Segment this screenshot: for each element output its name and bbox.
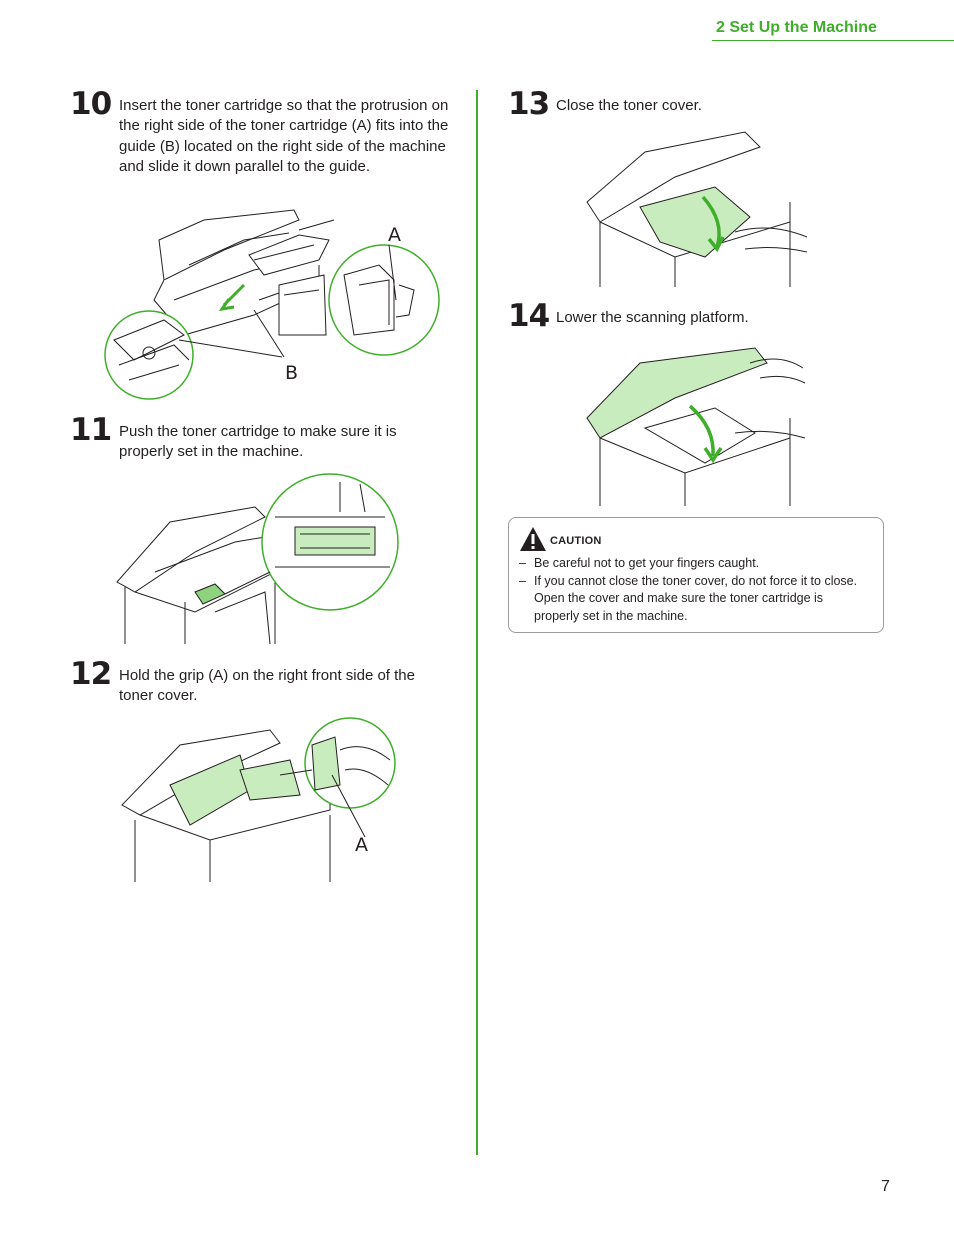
toner-insert-illustration xyxy=(104,209,440,400)
caution-label: CAUTION xyxy=(550,535,602,547)
caution-item: If you cannot close the toner cover, do … xyxy=(519,573,869,626)
toner-push-illustration xyxy=(116,473,399,644)
column-divider xyxy=(476,90,478,1155)
step-number-13: 13 xyxy=(508,86,550,122)
header-rule xyxy=(712,40,954,41)
close-toner-cover-illustration xyxy=(586,131,807,287)
callout-b-step10: B xyxy=(285,362,299,384)
callout-a-step12: A xyxy=(355,834,368,856)
caution-list: Be careful not to get your fingers caugh… xyxy=(519,555,869,625)
step-text-10: Insert the toner cartridge so that the p… xyxy=(119,97,449,175)
step-text-14: Lower the scanning platform. xyxy=(556,309,749,326)
step-number-11: 11 xyxy=(70,412,112,448)
step-number-10: 10 xyxy=(70,86,112,122)
warning-icon xyxy=(520,527,546,551)
caution-header: CAUTION xyxy=(519,526,602,552)
step-text-12: Hold the grip (A) on the right front sid… xyxy=(119,667,415,705)
step-number-14: 14 xyxy=(508,298,550,334)
caution-item: Be careful not to get your fingers caugh… xyxy=(519,555,869,573)
step-text-11: Push the toner cartridge to make sure it… xyxy=(119,423,397,461)
page-number: 7 xyxy=(881,1178,890,1195)
step-number-12: 12 xyxy=(70,656,112,692)
section-title: 2 Set Up the Machine xyxy=(716,19,877,36)
step-text-13: Close the toner cover. xyxy=(556,97,702,114)
lower-scanning-platform-illustration xyxy=(586,347,806,506)
callout-a-step10: A xyxy=(388,224,401,246)
caution-box: CAUTION Be careful not to get your finge… xyxy=(508,517,884,633)
toner-cover-grip-illustration xyxy=(121,717,396,882)
